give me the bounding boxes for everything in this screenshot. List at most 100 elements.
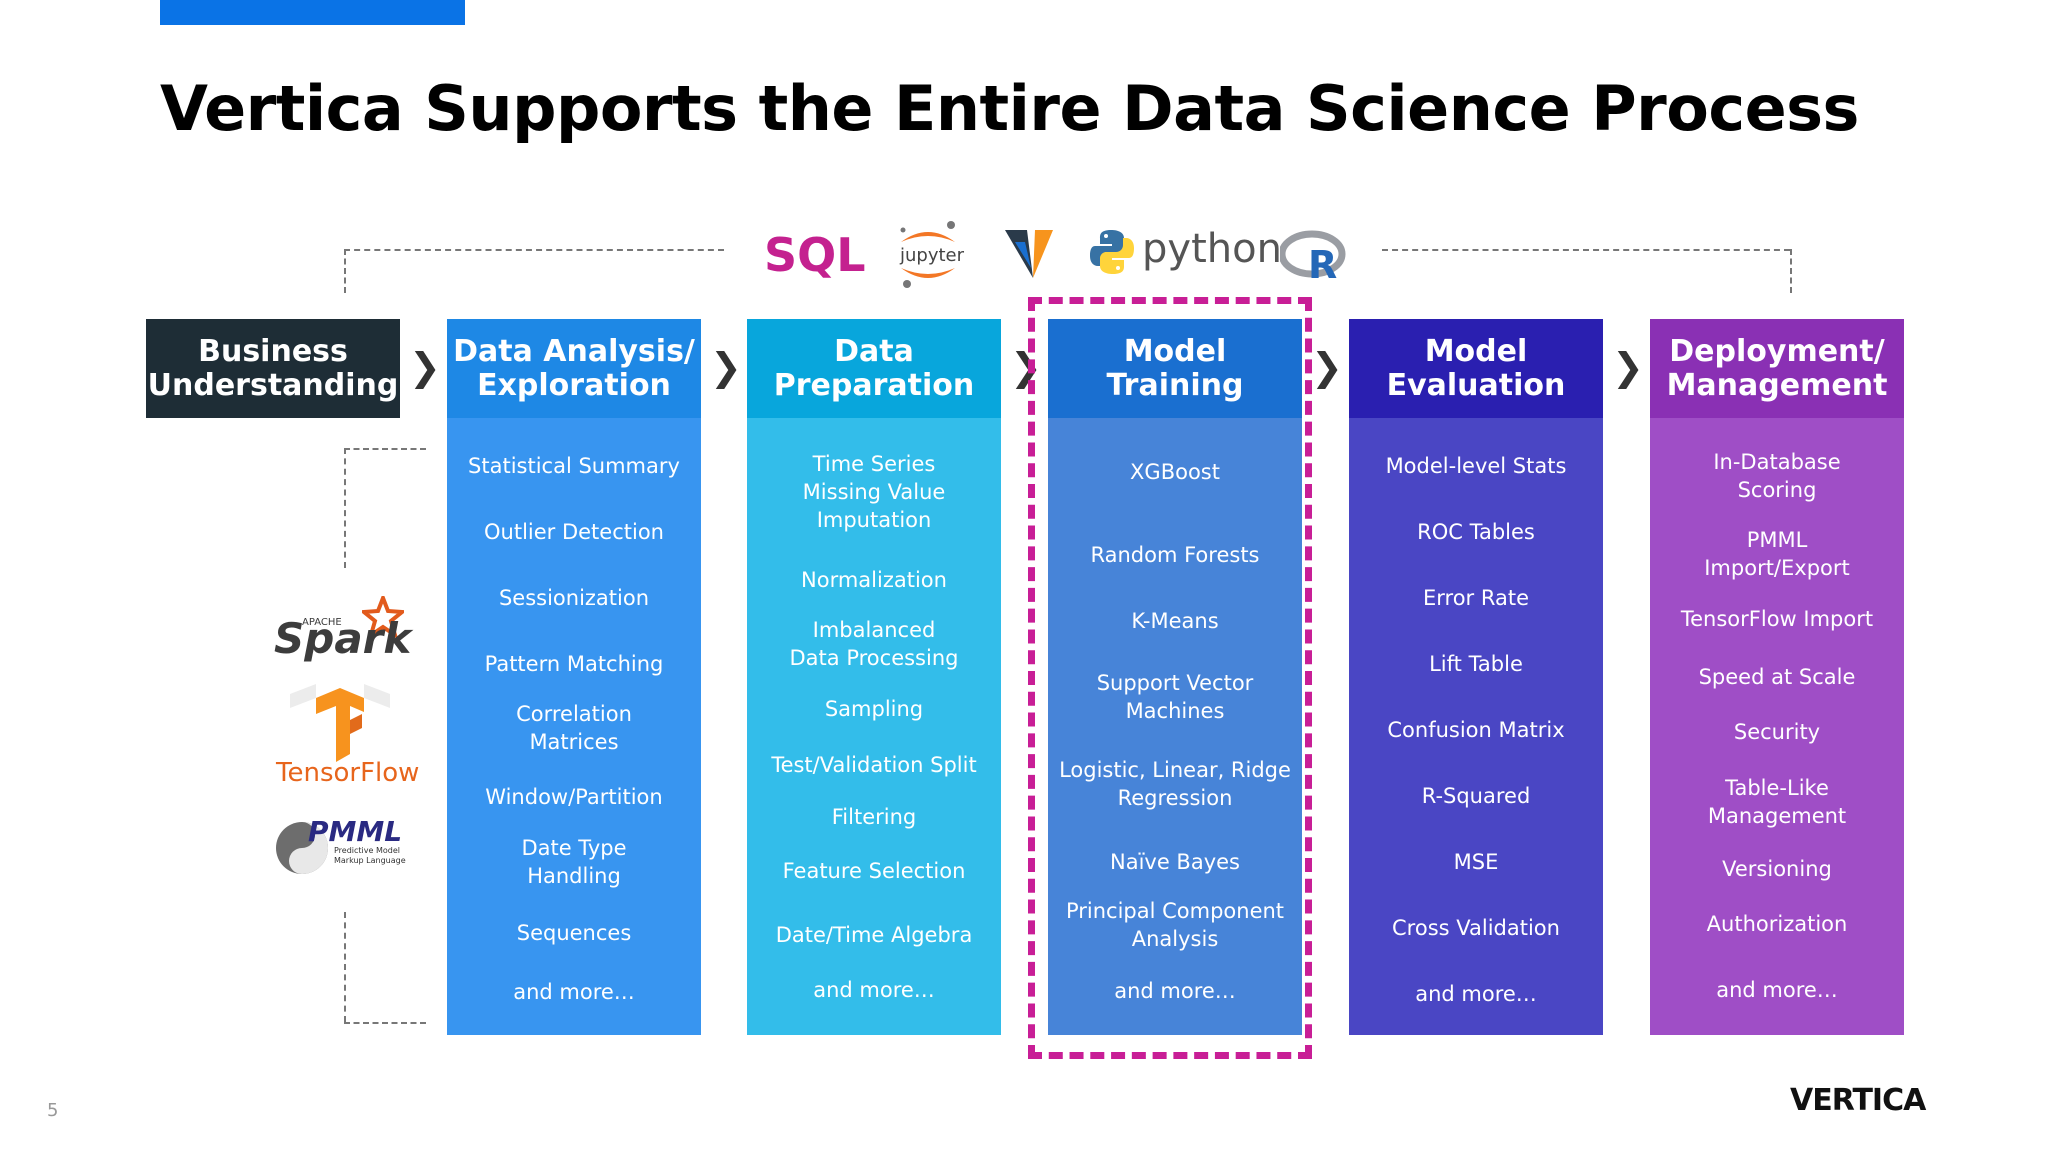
column-header-line: Training (1106, 367, 1244, 403)
list-item-line: Security (1733, 720, 1821, 744)
list-item-line: Sessionization (498, 586, 650, 610)
list-item-line: Sequences (516, 921, 632, 945)
top-bracket-right-drop (1790, 249, 1792, 293)
list-item-line: Speed at Scale (1698, 665, 1856, 689)
list-item-line: Date Type (521, 836, 627, 860)
side-bracket-bottom-rise (344, 912, 346, 1022)
column-header-line: Model (1123, 333, 1227, 369)
sql-logo: SQL (764, 228, 866, 282)
top-bracket-right (1382, 249, 1790, 251)
list-item-line: and more… (1415, 982, 1537, 1006)
list-item-line: Outlier Detection (484, 520, 664, 544)
column-header-line: Management (1666, 367, 1888, 403)
pmml-icon (276, 822, 328, 874)
list-item: Window/Partition (447, 783, 701, 811)
spark-logo-text: Spark (274, 614, 412, 663)
list-item-line: Statistical Summary (468, 454, 680, 478)
list-item-line: Principal Component (1065, 899, 1285, 923)
tensorflow-logo-text: TensorFlow (276, 758, 420, 788)
list-item-line: and more… (813, 978, 935, 1002)
list-item: and more… (747, 976, 1001, 1004)
page-number: 5 (47, 1100, 59, 1121)
top-accent-bar (160, 0, 465, 25)
list-item-line: Authorization (1706, 912, 1848, 936)
list-item: Outlier Detection (447, 518, 701, 546)
column-header-line: Evaluation (1386, 367, 1566, 403)
list-item-line: Random Forests (1090, 543, 1260, 567)
slide-title: Vertica Supports the Entire Data Science… (160, 72, 1859, 145)
pmml-subtitle-line-2: Markup Language (334, 856, 406, 865)
list-item: Feature Selection (747, 857, 1001, 885)
list-item: Sampling (747, 695, 1001, 723)
step-arrow-icon: ❯ (710, 345, 742, 389)
list-item: XGBoost (1048, 458, 1302, 486)
r-logo-letter: R (1308, 243, 1337, 284)
list-item-line: Scoring (1737, 478, 1817, 502)
vertica-v-icon (1005, 230, 1053, 278)
list-item-line: Sampling (824, 697, 924, 721)
list-item: K-Means (1048, 607, 1302, 635)
vertica-brand-logo: VERTICA (1790, 1083, 1926, 1118)
list-item: ROC Tables (1349, 518, 1603, 546)
list-item: Test/Validation Split (747, 751, 1001, 779)
list-item-line: XGBoost (1130, 460, 1220, 484)
list-item-line: Versioning (1722, 857, 1832, 881)
list-item: and more… (447, 978, 701, 1006)
top-bracket-left (344, 249, 724, 251)
list-item: Sessionization (447, 584, 701, 612)
list-item-line: Imputation (816, 508, 932, 532)
step-arrow-icon: ❯ (409, 345, 441, 389)
python-logo-text: python (1142, 226, 1282, 272)
list-item-line: and more… (1114, 979, 1236, 1003)
spark-star-icon (362, 596, 404, 638)
list-item-line: and more… (1716, 978, 1838, 1002)
column-header-text: Data Analysis/Exploration (453, 333, 695, 403)
side-bracket-top (344, 448, 426, 450)
list-item: Statistical Summary (447, 452, 701, 480)
r-logo-icon: R (1280, 230, 1346, 284)
list-item-line: Import/Export (1704, 556, 1850, 580)
list-item-line: Model-level Stats (1385, 454, 1567, 478)
list-item: Versioning (1650, 855, 1904, 883)
list-item: and more… (1048, 977, 1302, 1005)
spark-apache-label: APACHE (302, 617, 342, 628)
list-item-line: Analysis (1131, 927, 1219, 951)
list-item: Model-level Stats (1349, 452, 1603, 480)
list-item: Speed at Scale (1650, 663, 1904, 691)
list-item: and more… (1349, 980, 1603, 1008)
list-item-line: Confusion Matrix (1387, 718, 1565, 742)
list-item: Pattern Matching (447, 650, 701, 678)
list-item-line: Handling (527, 864, 621, 888)
list-item-line: Missing Value (802, 480, 946, 504)
column-header-line: Data Analysis/ (453, 333, 695, 369)
side-bracket-bottom (344, 1022, 426, 1024)
list-item-line: Naïve Bayes (1110, 850, 1240, 874)
column-header-line: Model (1424, 333, 1528, 369)
list-item-line: Support Vector (1096, 671, 1254, 695)
list-item: MSE (1349, 848, 1603, 876)
python-icon (1090, 230, 1134, 274)
column-header-line: Preparation (773, 367, 975, 403)
column-header-line: Understanding (147, 367, 399, 403)
column-header-deployment-management: Deployment/Management (1650, 319, 1904, 418)
list-item: Sequences (447, 919, 701, 947)
step-arrow-icon: ❯ (1612, 345, 1644, 389)
list-item: Date/Time Algebra (747, 921, 1001, 949)
list-item-line: Table-Like (1725, 776, 1829, 800)
